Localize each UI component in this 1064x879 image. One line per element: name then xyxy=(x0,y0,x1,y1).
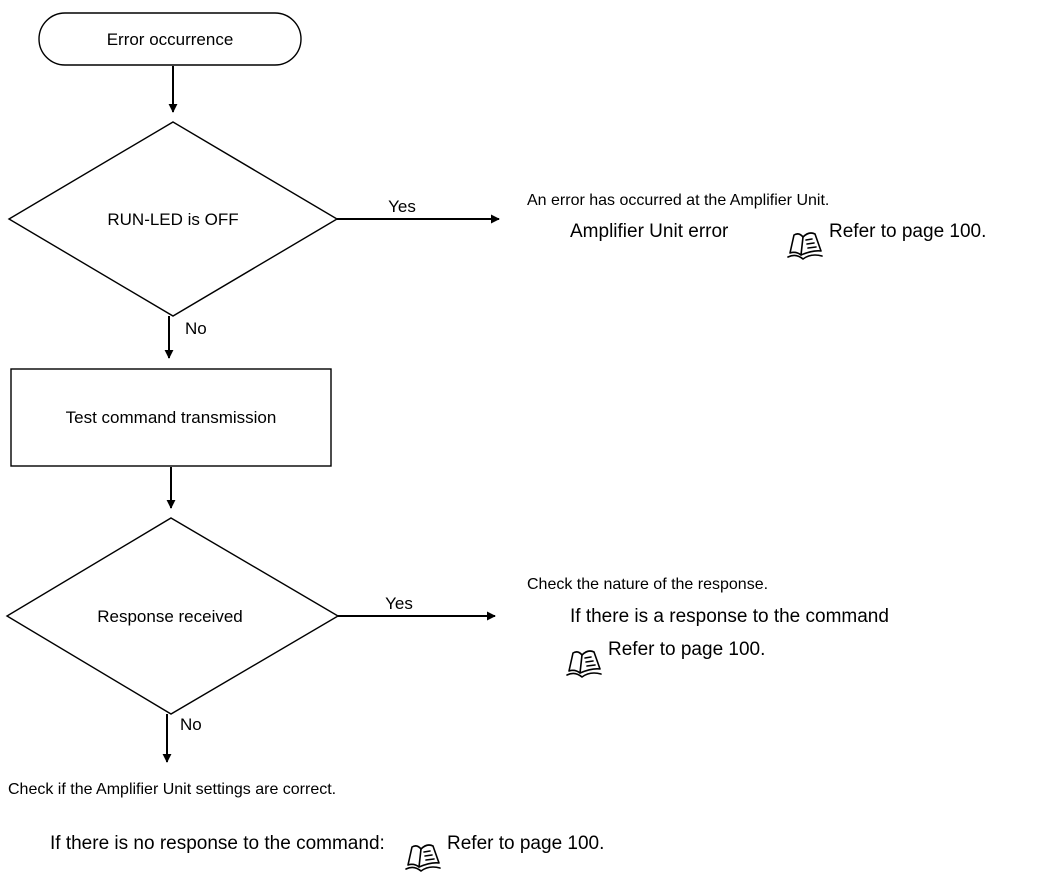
decision-run-led-label: RUN-LED is OFF xyxy=(107,210,238,229)
settings-check: Check if the Amplifier Unit settings are… xyxy=(8,781,336,798)
response-ref: Refer to page 100. xyxy=(608,639,765,660)
response-intro: Check the nature of the response. xyxy=(527,576,768,593)
process-test-command xyxy=(10,368,332,467)
response-label: If there is a response to the command xyxy=(570,606,889,627)
manual-book-icon xyxy=(787,232,823,260)
manual-book-icon xyxy=(405,844,441,872)
amp-error-ref: Refer to page 100. xyxy=(829,221,986,242)
yes-label: Yes xyxy=(385,594,413,613)
start-terminator xyxy=(38,12,302,66)
decision-run-led xyxy=(7,121,339,317)
no-response-label: If there is no response to the command: xyxy=(50,833,385,854)
decision-response xyxy=(5,517,340,715)
amp-error-label: Amplifier Unit error xyxy=(570,221,729,242)
yes-label: Yes xyxy=(388,197,416,216)
manual-book-icon xyxy=(566,650,602,678)
amp-error-intro: An error has occurred at the Amplifier U… xyxy=(527,192,829,209)
no-response-ref: Refer to page 100. xyxy=(447,833,604,854)
no-label: No xyxy=(180,715,202,734)
start-label: Error occurrence xyxy=(107,30,234,49)
process-test-command-label: Test command transmission xyxy=(66,408,277,427)
no-label: No xyxy=(185,319,207,338)
decision-response-label: Response received xyxy=(97,607,243,626)
